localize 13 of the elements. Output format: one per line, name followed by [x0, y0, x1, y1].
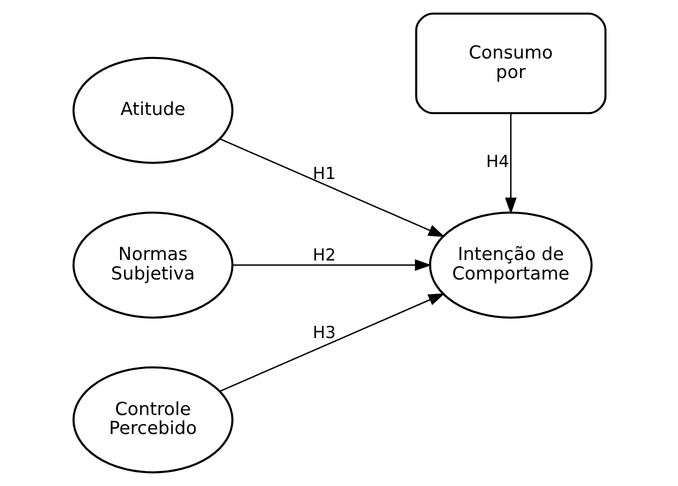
edge-label: H3	[312, 322, 336, 342]
arrow	[219, 138, 444, 238]
edge-label: H2	[312, 245, 336, 264]
node-box: Consumo por	[414, 12, 606, 114]
node-ellipse: Controle Percebido	[72, 366, 233, 474]
arrow	[232, 259, 432, 271]
arrow	[504, 113, 516, 214]
edge-label: H1	[312, 164, 336, 183]
node-ellipse: Normas Subjetiva	[72, 212, 233, 319]
arrow	[219, 293, 444, 392]
node-ellipse: Intenção de Comportame	[428, 212, 592, 319]
node-ellipse: Atitude	[72, 56, 233, 164]
edge-label: H4	[486, 152, 509, 172]
